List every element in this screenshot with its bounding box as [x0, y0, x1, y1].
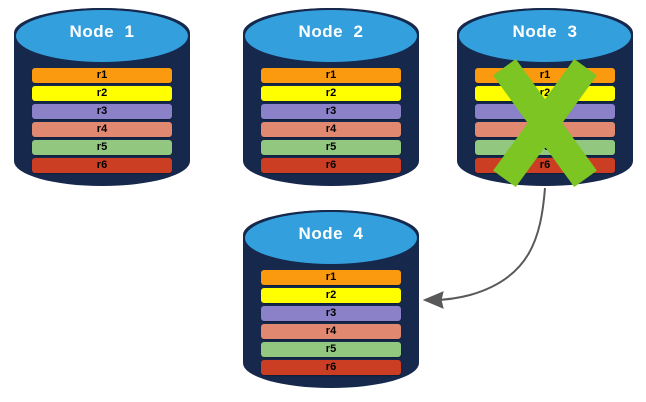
node-4-row-r2[interactable]: r2	[260, 288, 402, 303]
node-1-row-r3[interactable]: r3	[31, 104, 173, 119]
node-1-row-r4-label: r4	[96, 123, 108, 135]
replication-arrow-head-icon	[422, 291, 444, 309]
node-3-row-r5[interactable]: r5	[474, 140, 616, 155]
node-1-row-r1[interactable]: r1	[31, 68, 173, 83]
node-4-row-r3[interactable]: r3	[260, 306, 402, 321]
node-4-row-r1-label: r1	[325, 271, 337, 283]
node-2-row-stack: r1 r2 r3 r4 r5 r6	[243, 68, 419, 176]
node-2-row-r2-label: r2	[325, 87, 337, 99]
node-4-row-r5[interactable]: r5	[260, 342, 402, 357]
node-3[interactable]: Node 3 r1 r2 r3 r4 r5 r6	[457, 8, 633, 188]
node-1-row-r3-label: r3	[96, 105, 108, 117]
node-4-row-r1[interactable]: r1	[260, 270, 402, 285]
replication-arrow-path	[432, 187, 546, 301]
node-2-row-r3-label: r3	[325, 105, 337, 117]
node-2-cylinder-top	[243, 8, 419, 64]
node-1[interactable]: Node 1 r1 r2 r3 r4 r5 r6	[14, 8, 190, 186]
node-4-cylinder-top	[243, 210, 419, 266]
node-4-row-r6[interactable]: r6	[260, 360, 402, 375]
node-3-row-r6-label: r6	[539, 159, 551, 171]
node-3-row-r2-label: r2	[539, 87, 551, 99]
node-4-row-r6-label: r6	[325, 361, 337, 373]
node-3-row-stack: r1 r2 r3 r4 r5 r6	[457, 68, 633, 176]
node-1-row-r6[interactable]: r6	[31, 158, 173, 173]
node-1-row-r1-label: r1	[96, 69, 108, 81]
node-1-row-r4[interactable]: r4	[31, 122, 173, 137]
node-4-row-r4[interactable]: r4	[260, 324, 402, 339]
node-4[interactable]: Node 4 r1 r2 r3 r4 r5 r6	[243, 210, 419, 388]
node-2-row-r4-label: r4	[325, 123, 337, 135]
node-4-row-r5-label: r5	[325, 343, 337, 355]
node-2-row-r1[interactable]: r1	[260, 68, 402, 83]
node-1-row-r5[interactable]: r5	[31, 140, 173, 155]
node-3-row-r1[interactable]: r1	[474, 68, 616, 83]
node-1-row-r6-label: r6	[96, 159, 108, 171]
node-2-row-r3[interactable]: r3	[260, 104, 402, 119]
node-3-row-r1-label: r1	[539, 69, 551, 81]
node-3-row-r3[interactable]: r3	[474, 104, 616, 119]
node-2-row-r4[interactable]: r4	[260, 122, 402, 137]
node-2-row-r1-label: r1	[325, 69, 337, 81]
node-2-row-r6[interactable]: r6	[260, 158, 402, 173]
node-3-row-r4[interactable]: r4	[474, 122, 616, 137]
node-2-row-r6-label: r6	[325, 159, 337, 171]
node-1-row-r2-label: r2	[96, 87, 108, 99]
node-4-row-r4-label: r4	[325, 325, 337, 337]
node-3-row-r3-label: r3	[539, 105, 551, 117]
node-2[interactable]: Node 2 r1 r2 r3 r4 r5 r6	[243, 8, 419, 186]
node-3-row-r2[interactable]: r2	[474, 86, 616, 101]
node-3-row-r5-label: r5	[539, 141, 551, 153]
node-4-row-stack: r1 r2 r3 r4 r5 r6	[243, 270, 419, 378]
node-2-row-r5[interactable]: r5	[260, 140, 402, 155]
node-1-row-r2[interactable]: r2	[31, 86, 173, 101]
node-4-row-r3-label: r3	[325, 307, 337, 319]
node-3-row-r4-label: r4	[539, 123, 551, 135]
node-4-row-r2-label: r2	[325, 289, 337, 301]
node-2-row-r2[interactable]: r2	[260, 86, 402, 101]
node-3-cylinder-top	[457, 8, 633, 64]
node-1-cylinder-top	[14, 8, 190, 64]
node-1-row-stack: r1 r2 r3 r4 r5 r6	[14, 68, 190, 176]
node-2-row-r5-label: r5	[325, 141, 337, 153]
node-3-row-r6[interactable]: r6	[474, 158, 616, 173]
node-1-row-r5-label: r5	[96, 141, 108, 153]
